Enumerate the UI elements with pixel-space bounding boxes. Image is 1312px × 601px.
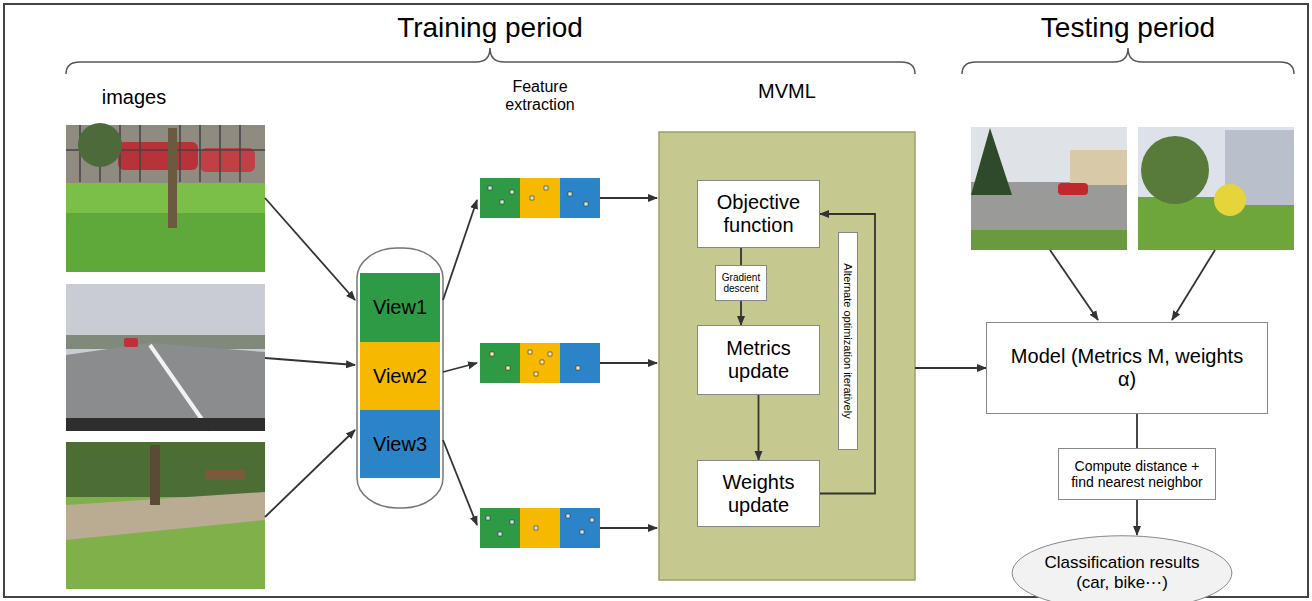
- node-text: View1: [373, 296, 427, 319]
- flow-connector: [1136, 500, 1138, 535]
- bench: [205, 470, 245, 480]
- segment: [560, 178, 600, 218]
- node-text: Objective function: [704, 191, 813, 237]
- view-arrow: [443, 363, 477, 372]
- testing-photo: [971, 127, 1127, 250]
- gravel: [971, 127, 1127, 250]
- image-arrow: [265, 358, 355, 365]
- column-heading: Feature extraction: [490, 78, 590, 115]
- period-title: Training period: [290, 12, 690, 44]
- segment: [560, 343, 600, 383]
- test-arrow: [1050, 250, 1098, 320]
- image-arrow: [265, 198, 355, 300]
- training-photo: [66, 123, 265, 272]
- feature-vector: [480, 343, 600, 383]
- node-text: Metrics update: [704, 337, 813, 383]
- car: [1058, 183, 1088, 195]
- process-box: Compute distance + find nearest neighbor: [1058, 448, 1216, 500]
- view-capsule: [357, 248, 443, 508]
- outer-frame: [4, 4, 1308, 597]
- period-title: Testing period: [978, 12, 1278, 44]
- segment: [480, 508, 520, 548]
- feature-dots: [490, 350, 580, 376]
- node-text: Alternate optimization iteratively: [842, 237, 855, 445]
- node-text: Gradient descent: [719, 272, 763, 295]
- flow-connector: [1136, 414, 1138, 448]
- node-text: View3: [373, 433, 427, 456]
- segment: [520, 508, 560, 548]
- grass: [971, 230, 1127, 250]
- flow-connector: [820, 214, 875, 494]
- grass: [1138, 127, 1294, 250]
- vector-arrow: [600, 197, 657, 199]
- view-box: View3: [360, 410, 440, 478]
- test-arrow: [1172, 250, 1215, 320]
- road: [66, 343, 265, 431]
- grass: [66, 442, 265, 589]
- vector-arrow: [600, 362, 657, 364]
- mvml-panel: MVMLObjective functionGradient descentMe…: [659, 132, 915, 580]
- tree: [1141, 136, 1209, 204]
- bushes: [66, 442, 265, 497]
- segment: [480, 178, 520, 218]
- segment: [480, 343, 520, 383]
- testing-photo: [1138, 127, 1294, 250]
- feature-vector: [480, 508, 600, 548]
- loop-label-box: Alternate optimization iteratively: [838, 232, 858, 450]
- bush: [78, 123, 122, 167]
- step-label-box: Gradient descent: [715, 265, 767, 301]
- car: [124, 338, 138, 347]
- node-text: Model (Metrics M, weights α): [1007, 345, 1247, 391]
- node-text: Classification results (car, bike⋯): [1027, 553, 1217, 592]
- path: [66, 492, 265, 540]
- testing-brace: [962, 48, 1294, 74]
- feature-vector: [480, 178, 600, 218]
- tree: [150, 445, 160, 505]
- dashboard: [66, 418, 265, 431]
- flow-connector: [740, 248, 742, 265]
- ellipse-shape: [1012, 536, 1232, 601]
- result-ellipse: Classification results (car, bike⋯): [1011, 535, 1233, 601]
- mvml-panel-fill: [659, 132, 915, 580]
- image-arrow: [265, 430, 355, 517]
- view-arrow: [443, 200, 477, 300]
- flow-connector: [758, 395, 760, 460]
- node-text: Compute distance + find nearest neighbor: [1065, 458, 1209, 490]
- vector-arrow: [600, 527, 657, 529]
- yellow-bush: [1214, 184, 1246, 216]
- feature-dots: [488, 186, 588, 206]
- grass: [66, 183, 265, 213]
- training-brace: [66, 48, 915, 74]
- panel-heading: MVML: [659, 80, 915, 103]
- node-text: Weights update: [704, 471, 813, 517]
- feature-dots: [486, 514, 594, 536]
- segment: [520, 178, 560, 218]
- tree: [971, 128, 1012, 195]
- training-photo: [66, 284, 265, 431]
- training-photo: [66, 442, 265, 589]
- model-box: Model (Metrics M, weights α): [986, 322, 1268, 414]
- process-box: Metrics update: [697, 325, 820, 395]
- tree: [168, 128, 177, 228]
- node-text: View2: [373, 365, 427, 388]
- column-heading: images: [84, 86, 184, 109]
- flow-connector: [740, 301, 742, 325]
- car: [200, 148, 255, 172]
- process-box: Objective function: [697, 180, 820, 248]
- building: [1070, 150, 1127, 185]
- sky: [66, 284, 265, 431]
- flow-connector: [915, 367, 986, 369]
- view-box: View1: [360, 273, 440, 342]
- view-box: View2: [360, 342, 440, 410]
- view-arrow: [443, 440, 477, 525]
- process-box: Weights update: [697, 460, 820, 527]
- car: [118, 142, 198, 170]
